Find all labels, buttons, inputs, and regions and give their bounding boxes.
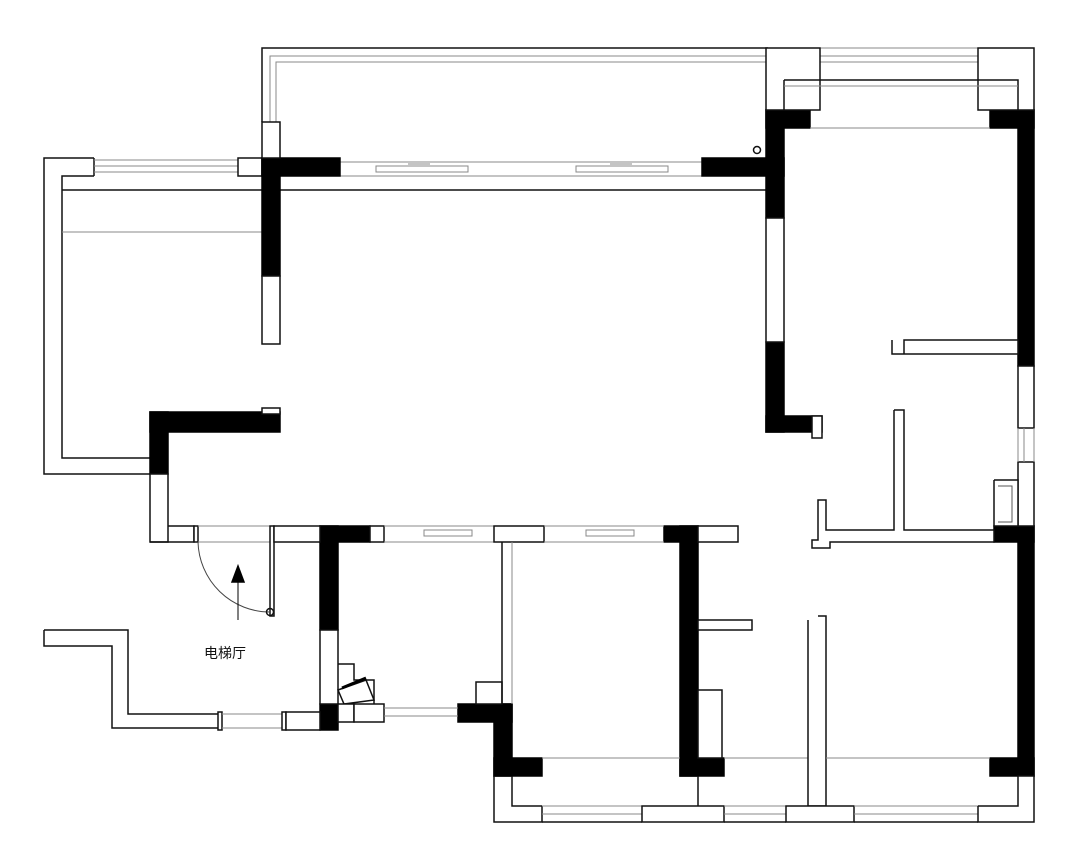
middle-bedroom <box>493 525 753 823</box>
right-bedroom <box>724 615 1035 823</box>
structural-walls <box>149 109 1035 777</box>
left-balcony <box>43 157 263 475</box>
elevator-hall: 电梯厅 <box>150 525 321 662</box>
top-balcony <box>261 47 978 122</box>
bathroom <box>319 525 545 723</box>
partition-walls <box>149 47 1035 543</box>
living-room-sliding-door <box>280 161 766 191</box>
elevator-hall-label: 电梯厅 <box>204 646 246 662</box>
